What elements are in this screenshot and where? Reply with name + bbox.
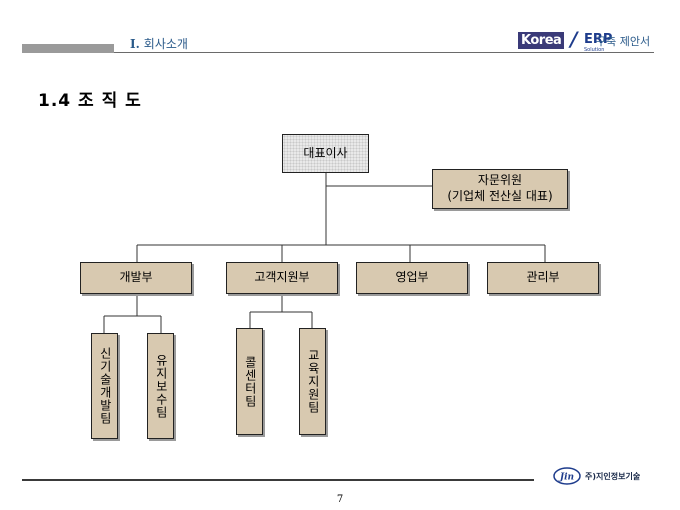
org-dept-sales: 영업부 xyxy=(356,262,468,294)
header-section: I.회사소개 xyxy=(130,35,188,52)
org-advisor-sub: (기업체 전산실 대표) xyxy=(447,189,553,203)
org-team-education-support: 교육지원팀 xyxy=(299,328,326,435)
document-title: 구축 제안서 xyxy=(596,35,651,48)
svg-text:Jin: Jin xyxy=(558,473,574,483)
logo-swoosh-icon: / xyxy=(570,27,578,51)
org-team-call-center: 콜센터팀 xyxy=(236,328,263,435)
jiin-logo-icon: Jin xyxy=(553,467,581,485)
org-dept-label: 관리부 xyxy=(526,270,560,285)
org-dept-development: 개발부 xyxy=(80,262,192,294)
org-team-label: 콜센터팀 xyxy=(243,355,258,408)
org-advisor: 자문위원 (기업체 전산실 대표) xyxy=(432,169,568,209)
logo-erp-text: ERP xyxy=(584,32,613,47)
org-dept-label: 개발부 xyxy=(119,270,153,285)
header-accent-bar xyxy=(22,44,114,53)
org-team-label: 유지보수팀 xyxy=(154,353,169,419)
org-advisor-label: 자문위원 xyxy=(477,173,523,188)
org-dept-customer-support: 고객지원부 xyxy=(226,262,338,294)
section-number: I. xyxy=(130,37,140,51)
org-team-maintenance: 유지보수팀 xyxy=(147,333,174,439)
logo-solution-text: Solution xyxy=(584,47,605,53)
org-dept-label: 영업부 xyxy=(395,270,429,285)
org-dept-label: 고객지원부 xyxy=(254,270,310,285)
footer-rule xyxy=(22,479,534,481)
page-title: 1.4 조 직 도 xyxy=(38,91,142,111)
header-rule xyxy=(114,52,654,53)
footer-company-name: 주)지인정보기술 xyxy=(585,472,641,481)
page-number: 7 xyxy=(336,494,344,505)
logo-korea-text: Korea xyxy=(518,32,565,49)
org-team-label: 교육지원팀 xyxy=(306,349,321,414)
section-title: 회사소개 xyxy=(143,37,188,51)
org-root-label: 대표이사 xyxy=(303,145,348,160)
org-team-label: 신기술개발팀 xyxy=(98,347,113,425)
org-root-ceo: 대표이사 xyxy=(282,134,369,173)
org-team-new-tech-dev: 신기술개발팀 xyxy=(91,333,118,439)
org-dept-management: 관리부 xyxy=(487,262,599,294)
